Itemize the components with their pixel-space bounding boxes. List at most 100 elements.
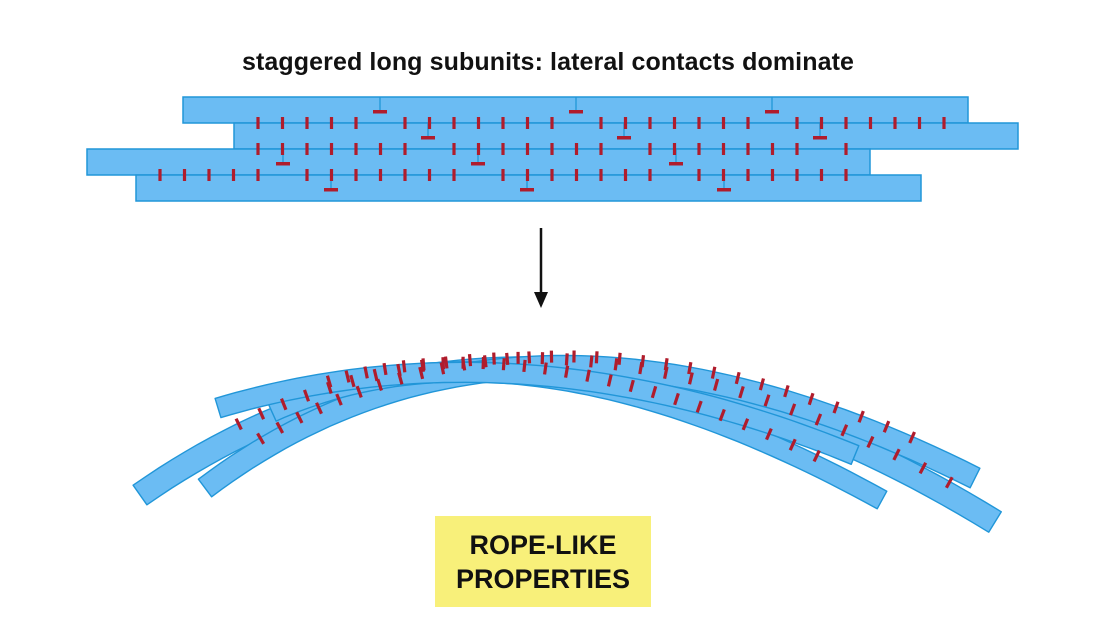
bent-lateral-contact bbox=[505, 352, 510, 366]
longitudinal-contact bbox=[813, 136, 827, 140]
lateral-contact bbox=[648, 117, 652, 129]
bent-lateral-contact bbox=[401, 360, 407, 373]
bent-lateral-contact bbox=[789, 403, 797, 416]
bent-lateral-contact bbox=[481, 357, 486, 370]
bent-lateral-contact bbox=[302, 389, 311, 402]
lateral-contact bbox=[623, 169, 628, 181]
bent-lateral-contact bbox=[594, 351, 599, 364]
lateral-contact bbox=[574, 143, 579, 155]
lateral-contact bbox=[501, 143, 505, 155]
lateral-contact bbox=[378, 169, 383, 181]
bent-lateral-contact bbox=[326, 381, 333, 395]
bent-lateral-contact bbox=[892, 448, 901, 461]
bent-lateral-contact bbox=[783, 384, 790, 398]
bent-lateral-contact bbox=[606, 374, 613, 387]
bent-lateral-contact bbox=[441, 357, 446, 370]
lateral-contact bbox=[844, 169, 848, 181]
longitudinal-contact bbox=[421, 136, 435, 140]
longitudinal-contact bbox=[471, 162, 485, 166]
lateral-contact bbox=[721, 117, 726, 129]
bent-lateral-contact bbox=[807, 392, 815, 406]
label-line-2: PROPERTIES bbox=[455, 563, 631, 594]
lateral-contact-marks bbox=[158, 117, 946, 181]
bent-lateral-contact bbox=[840, 424, 849, 437]
lateral-contact bbox=[525, 117, 530, 129]
bent-lateral-contact bbox=[275, 421, 285, 434]
bent-lateral-contact bbox=[687, 361, 693, 375]
bent-lateral-contact bbox=[349, 374, 356, 388]
bent-lateral-contact bbox=[613, 358, 619, 371]
bent-lateral-contact bbox=[295, 411, 304, 424]
bent-lateral-contact bbox=[857, 410, 865, 423]
lateral-contact bbox=[795, 169, 799, 181]
bent-lateral-contact bbox=[673, 392, 680, 406]
bent-lateral-contact bbox=[564, 365, 570, 378]
bent-lateral-contact bbox=[279, 398, 288, 411]
bent-lateral-contact bbox=[763, 394, 771, 407]
bent-lateral-contact bbox=[376, 378, 383, 392]
bent-lateral-contact bbox=[944, 476, 954, 489]
longitudinal-contact bbox=[669, 162, 683, 166]
bent-lateral-contact bbox=[617, 352, 622, 365]
bent-lateral-contact bbox=[564, 353, 569, 366]
lateral-contact bbox=[623, 117, 628, 129]
bent-lateral-contact bbox=[501, 358, 506, 371]
longitudinal-contact bbox=[617, 136, 631, 140]
lateral-contact bbox=[256, 117, 260, 129]
lateral-contact bbox=[427, 117, 432, 129]
lateral-contact bbox=[403, 117, 407, 129]
lateral-contact bbox=[672, 143, 677, 155]
bent-lateral-contact bbox=[758, 378, 766, 391]
bent-lateral-contact bbox=[516, 351, 520, 364]
bent-lateral-contact bbox=[382, 362, 388, 376]
lateral-contact bbox=[893, 117, 897, 129]
lateral-contact bbox=[868, 117, 873, 129]
lateral-contact bbox=[942, 117, 946, 129]
lateral-contact bbox=[329, 169, 334, 181]
bent-lateral-contact bbox=[640, 354, 646, 368]
lateral-contact bbox=[501, 117, 505, 129]
bent-lateral-contact bbox=[663, 366, 669, 379]
bent-lateral-contact bbox=[522, 359, 527, 373]
lateral-contact bbox=[305, 143, 309, 155]
lateral-contact bbox=[305, 117, 309, 129]
label-line-1: ROPE-LIKE bbox=[469, 529, 617, 560]
lateral-contact bbox=[697, 117, 701, 129]
bent-lateral-contact bbox=[421, 358, 426, 371]
lateral-contact bbox=[378, 143, 383, 155]
bent-lateral-contact bbox=[765, 427, 773, 441]
lateral-contact bbox=[795, 117, 799, 129]
lateral-contact bbox=[329, 143, 334, 155]
lateral-contact bbox=[550, 143, 554, 155]
bent-subunit-strand bbox=[214, 361, 860, 465]
bent-lateral-contact bbox=[325, 375, 333, 388]
bent-lateral-contact bbox=[687, 372, 694, 385]
lateral-contact bbox=[207, 169, 211, 181]
lateral-contact bbox=[525, 143, 530, 155]
bent-lateral-contact bbox=[543, 362, 548, 375]
longitudinal-contact bbox=[520, 188, 534, 192]
bent-lateral-contact bbox=[257, 407, 266, 420]
bent-lateral-contact bbox=[741, 418, 750, 431]
bent-lateral-contact bbox=[461, 356, 465, 369]
bent-lateral-contact bbox=[882, 420, 891, 433]
lateral-contact bbox=[746, 169, 750, 181]
lateral-contact bbox=[452, 169, 456, 181]
lateral-contact bbox=[770, 169, 775, 181]
bent-lateral-contact bbox=[718, 408, 726, 422]
lateral-contact bbox=[403, 169, 407, 181]
bent-lateral-contact bbox=[628, 379, 635, 393]
lateral-contact bbox=[280, 143, 285, 155]
bent-lateral-contact bbox=[650, 385, 658, 399]
lateral-contact bbox=[672, 117, 677, 129]
bent-lateral-contact bbox=[315, 402, 323, 415]
bent-lateral-contact bbox=[712, 378, 720, 392]
lateral-contact bbox=[599, 117, 603, 129]
lateral-contact bbox=[427, 169, 432, 181]
rope-like-properties-label: ROPE-LIKE PROPERTIES bbox=[435, 516, 651, 607]
lateral-contact bbox=[158, 169, 162, 181]
bent-lateral-contact bbox=[540, 352, 545, 365]
bent-lateral-contact bbox=[363, 366, 369, 379]
lateral-contact bbox=[280, 117, 285, 129]
